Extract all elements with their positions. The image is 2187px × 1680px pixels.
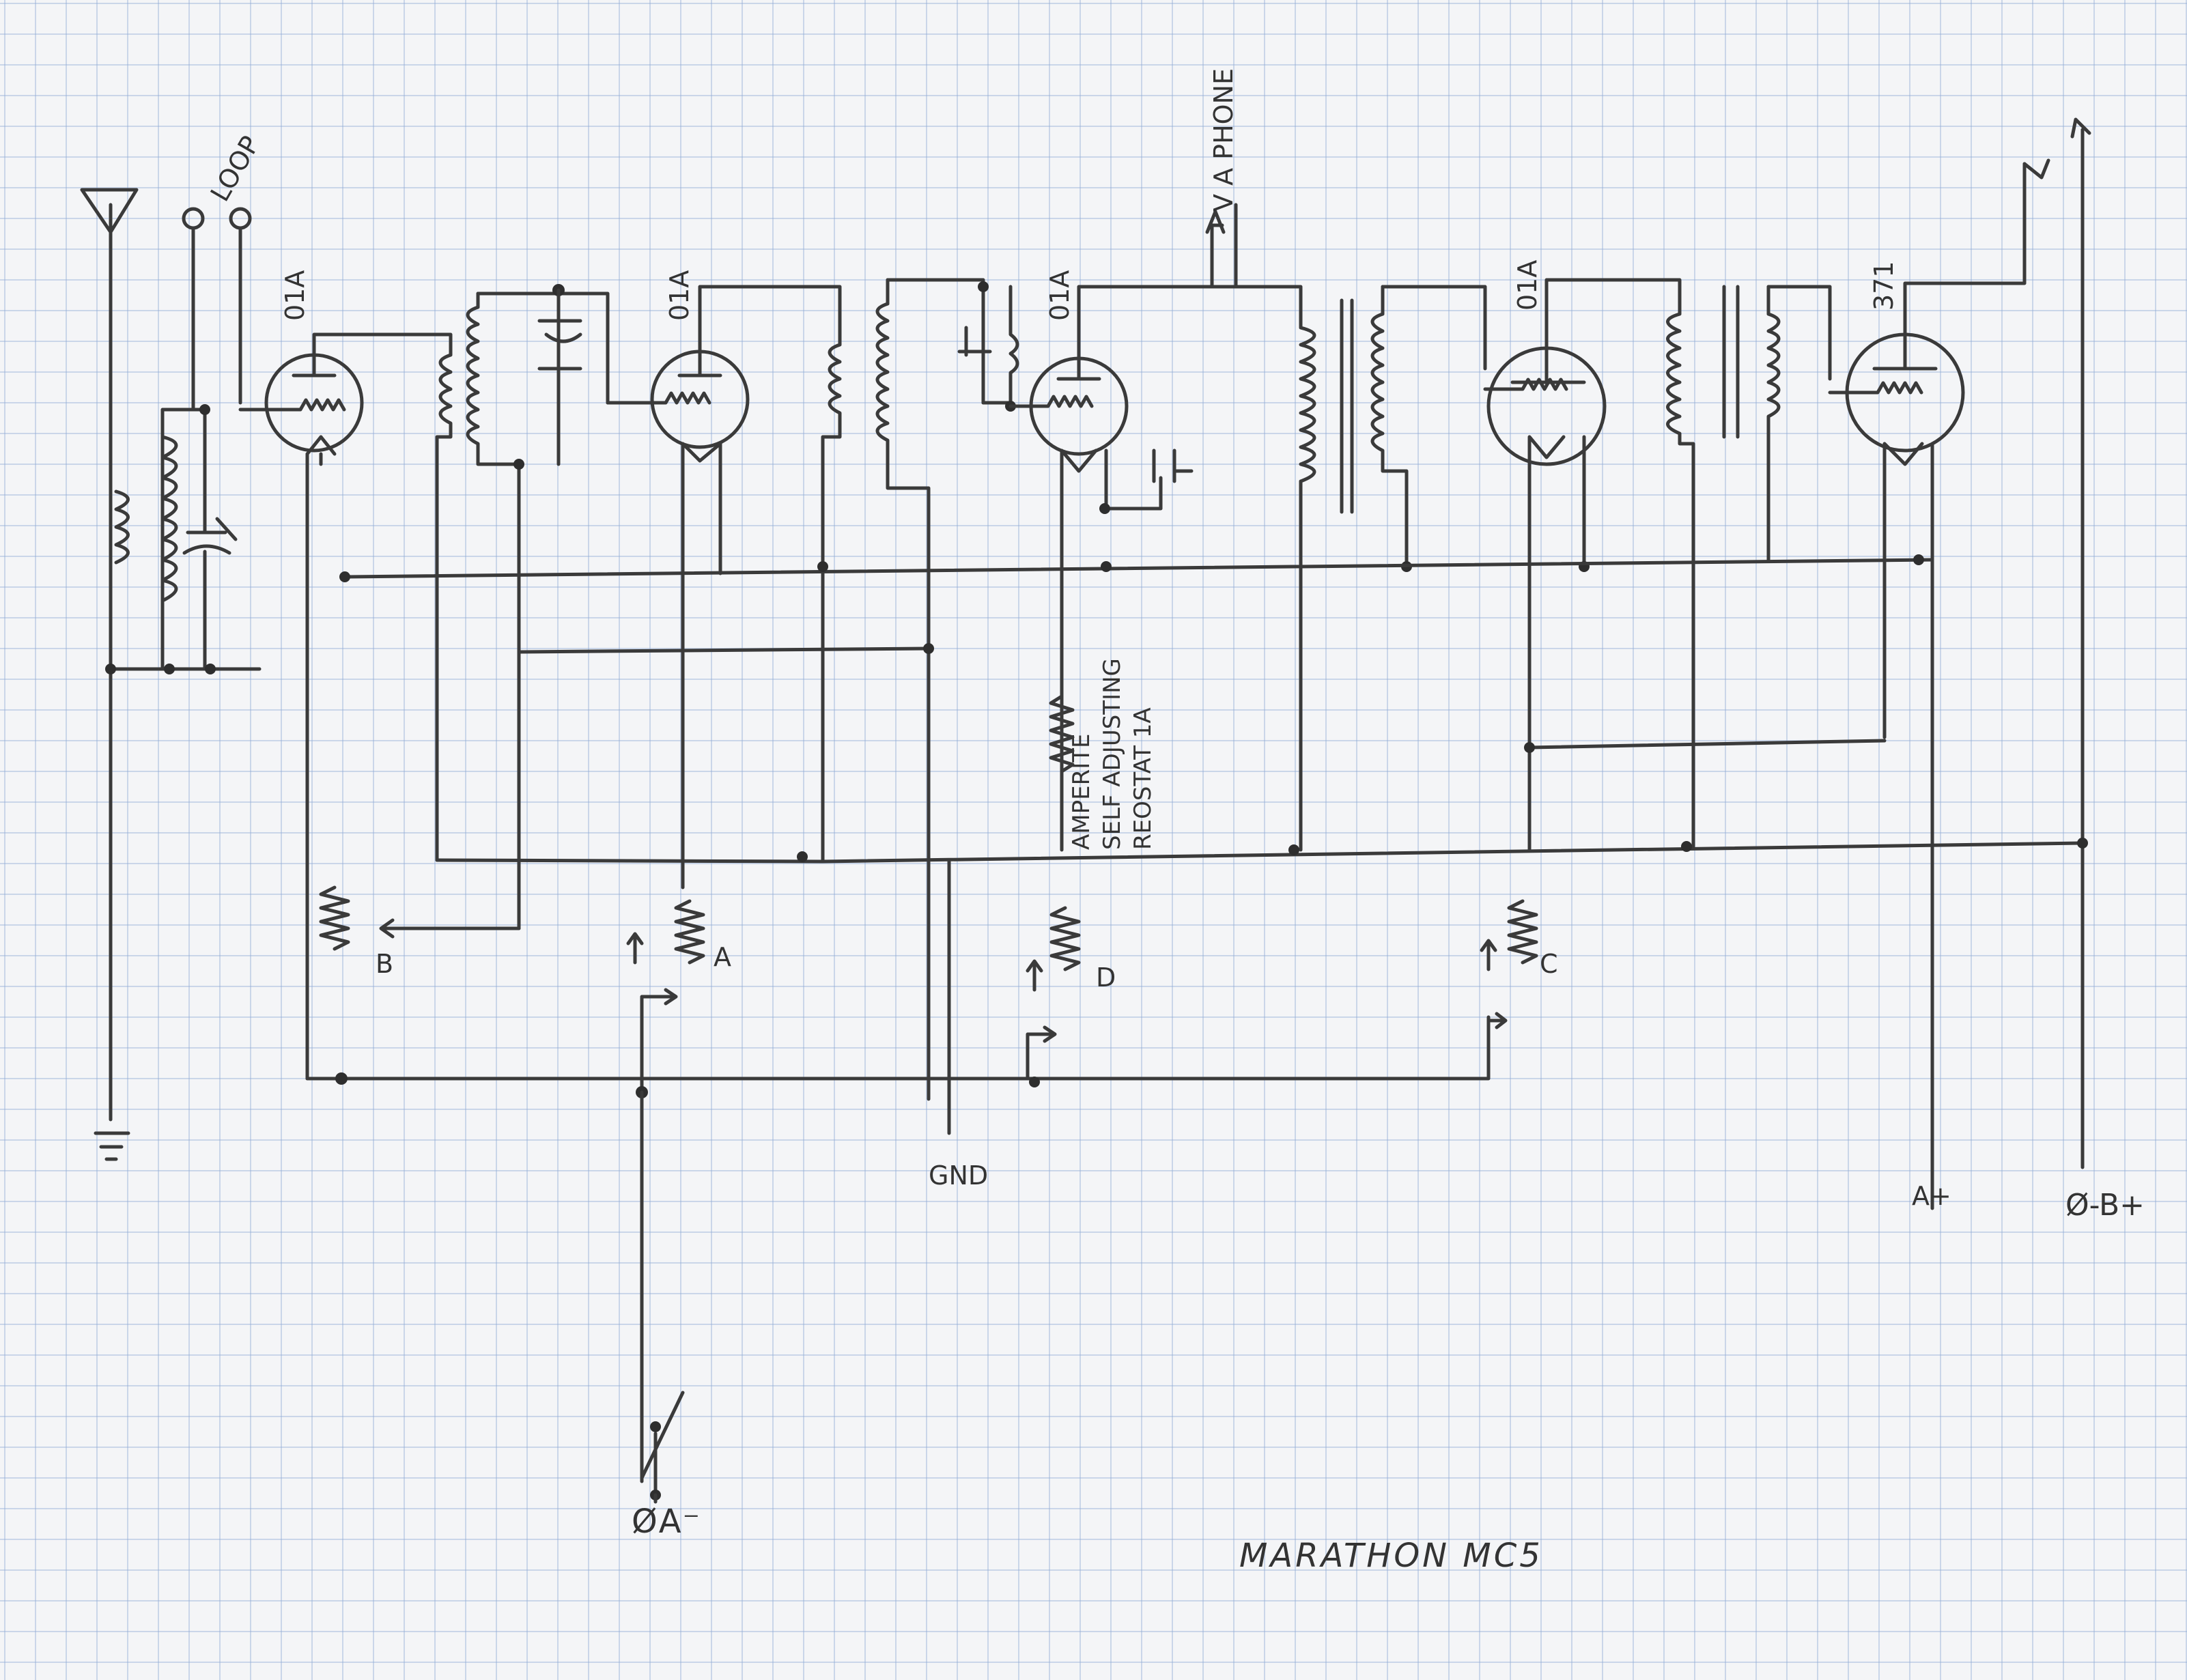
rheostat-d-label: D [1096, 963, 1116, 993]
tube-1 [264, 332, 439, 1081]
tube-4 [1483, 278, 1668, 852]
rheostat-c-label: C [1540, 949, 1558, 979]
tube-5-label: 371 [1869, 261, 1899, 311]
tube-1-label: 01A [280, 270, 310, 321]
rf-coil-2 [821, 285, 842, 862]
amperite-label: AMPERITE [1068, 734, 1095, 850]
tube-4-label: 01A [1512, 260, 1542, 311]
speaker-terminals [2022, 117, 2091, 1169]
tube-3 [1008, 285, 1238, 852]
antenna-symbol [80, 188, 139, 1161]
schematic-title: MARATHON MC5 [1239, 1537, 1543, 1575]
bypass-capacitor [1099, 449, 1194, 514]
rheostat-a [626, 899, 705, 1224]
amperite-resistor [1049, 694, 1075, 773]
rheostat-c [1480, 899, 1538, 1029]
antenna-coil [105, 408, 262, 674]
tube-3-label: 01A [1045, 270, 1075, 321]
gnd-label: GND [929, 1161, 988, 1191]
rheostat-b-label: B [376, 949, 393, 979]
phone-terminals [1205, 203, 1238, 289]
tube-2 [606, 285, 828, 889]
loop-label: LOOP [205, 131, 266, 207]
rheostat-b [319, 885, 521, 951]
rheostat-a-label: A [714, 942, 731, 972]
self-adjusting-label: SELF ADJUSTING [1099, 658, 1126, 850]
rf-transformer-1 [435, 284, 610, 930]
af-transformer-2 [1664, 278, 1832, 849]
reostat-label: REOSTAT 1A [1129, 707, 1157, 850]
tube-5 [1828, 162, 2027, 1210]
a-plus-label: A+ [1912, 1181, 1951, 1211]
rheostat-d [1026, 906, 1081, 1087]
af-transformer-1 [1234, 285, 1487, 852]
rf-transformer-3 [875, 278, 1019, 1101]
tuning-capacitor [182, 404, 238, 674]
tube-2-label: 01A [664, 270, 694, 321]
phone-label: V A PHONE [1209, 68, 1239, 212]
a-minus-label: ØA⁻ [632, 1503, 701, 1541]
bus-wires [339, 554, 2088, 1081]
a-minus-bus [305, 1072, 685, 1504]
loop-terminals [182, 207, 252, 412]
b-plus-label: Ø-B+ [2065, 1188, 2145, 1223]
